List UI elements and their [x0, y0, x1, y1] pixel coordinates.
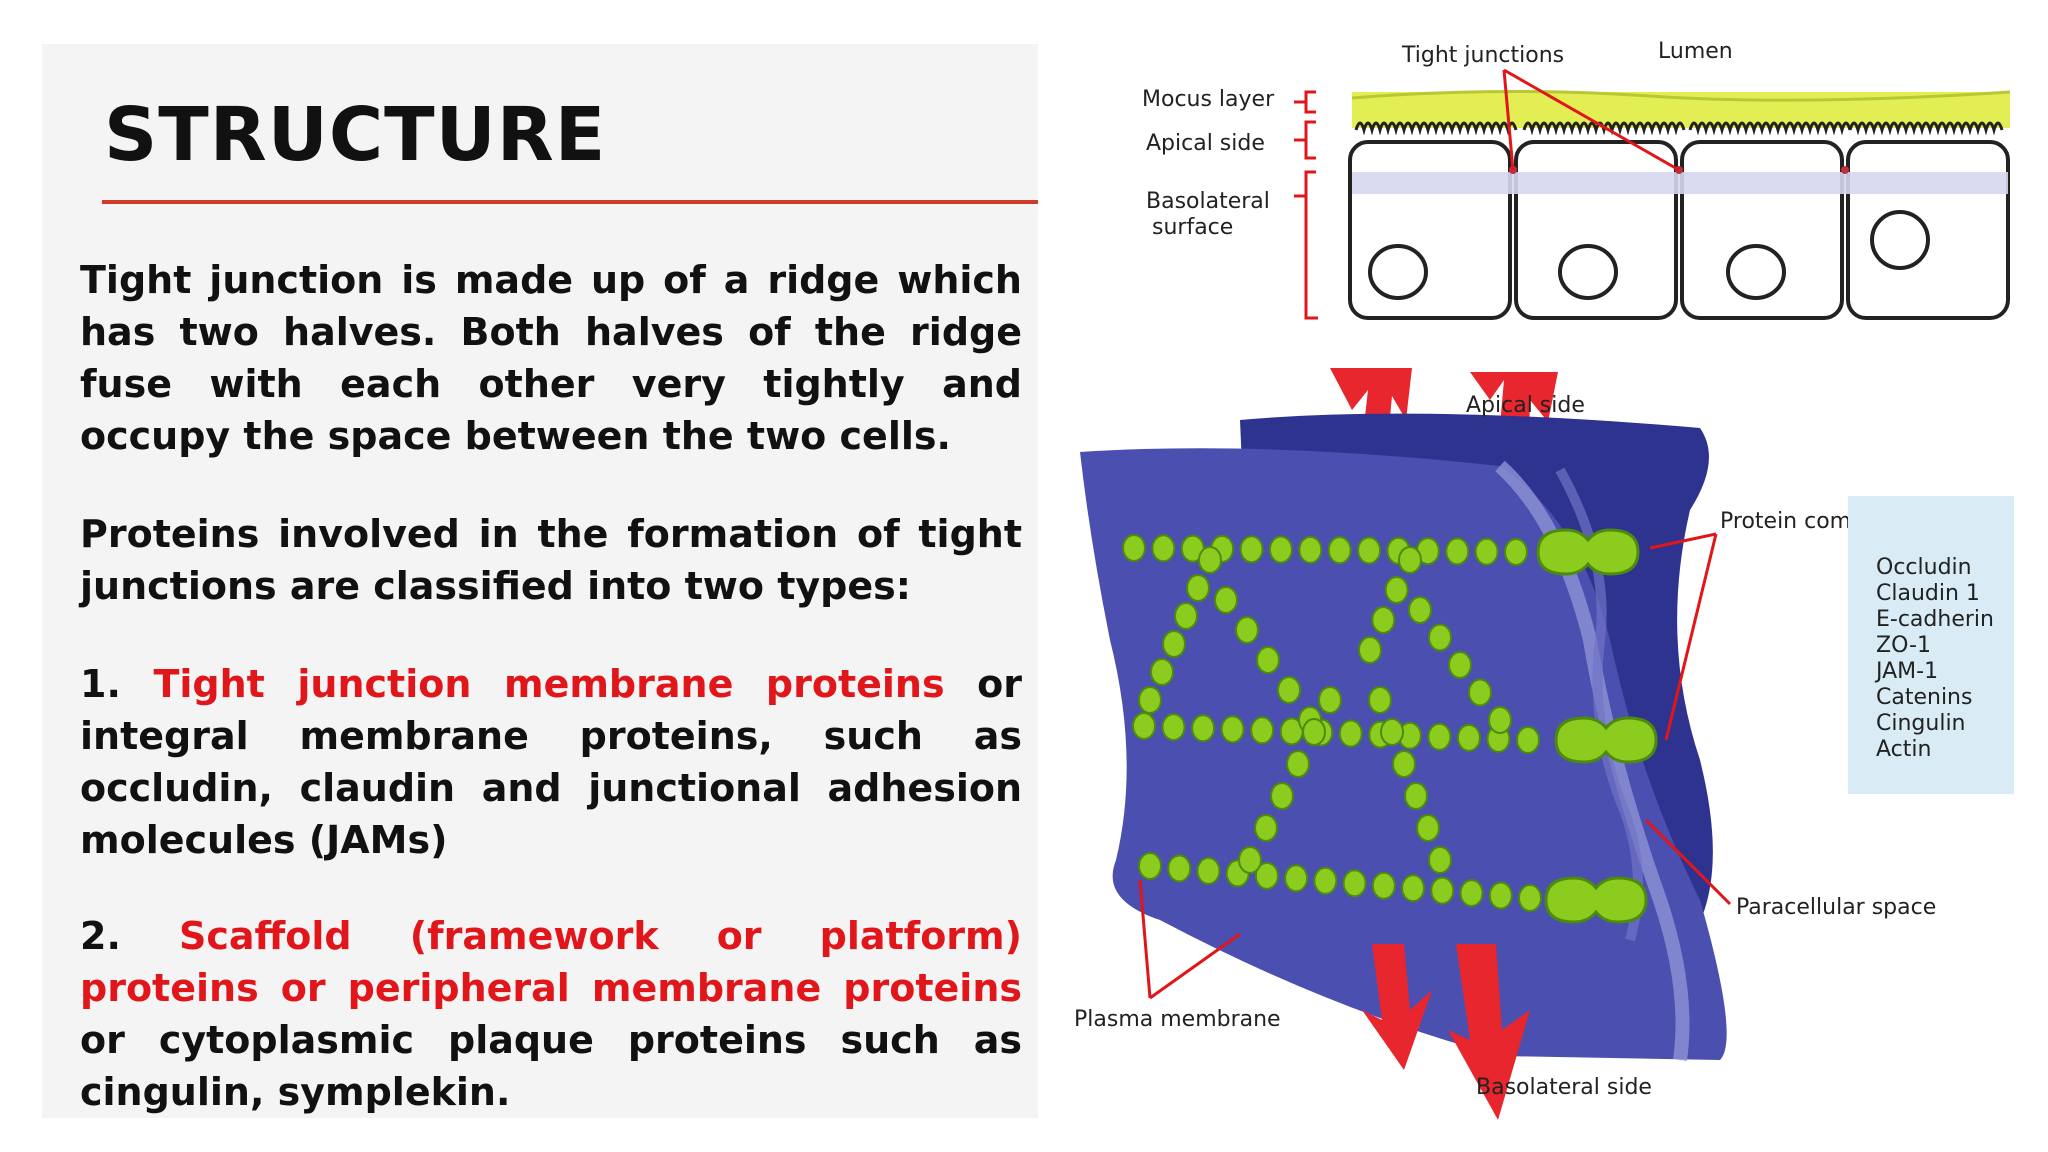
label-surface: surface — [1152, 215, 1233, 240]
protein-list-item: Claudin 1 — [1876, 581, 1980, 606]
protein-list-item: Cingulin — [1876, 711, 1966, 736]
microvilli — [1354, 121, 2004, 136]
paragraph-ridge: Tight junction is made up of a ridge whi… — [80, 258, 1022, 458]
list-item-2-number: 2. — [80, 914, 121, 958]
label-tight-junctions: Tight junctions — [1401, 43, 1564, 68]
list-item-2: 2. Scaffold (framework or platform) prot… — [80, 910, 1022, 1118]
list-item-1: 1. Tight junction membrane proteins or i… — [80, 658, 1022, 866]
slide-title: STRUCTURE — [104, 92, 607, 178]
list-item-1-highlight: Tight junction membrane proteins — [153, 662, 945, 706]
label-plasma-membrane: Plasma membrane — [1074, 1007, 1281, 1032]
protein-list-item: JAM-1 — [1874, 659, 1938, 684]
label-basolateral-side: Basolateral side — [1476, 1075, 1652, 1100]
protein-list-box — [1848, 496, 2014, 794]
label-lumen: Lumen — [1658, 39, 1733, 64]
protein-list-item: Actin — [1876, 737, 1931, 762]
label-paracellular-space: Paracellular space — [1736, 895, 1936, 920]
protein-list-item: Occludin — [1876, 555, 1972, 580]
basolateral-arrows — [1362, 944, 1530, 1120]
protein-complexes — [1536, 528, 1658, 924]
list-item-1-number: 1. — [80, 662, 121, 706]
text-panel — [42, 44, 1038, 1118]
paragraph-proteins: Proteins involved in the formation of ti… — [80, 512, 1022, 608]
protein-strands — [1122, 534, 1542, 912]
list-item-1-text: or integral membrane proteins, such as o… — [80, 662, 1023, 862]
protein-list-item: ZO-1 — [1876, 633, 1931, 658]
label-basolateral: Basolateral — [1146, 189, 1270, 214]
title-underline — [102, 200, 1038, 204]
list-item-2-text: or cytoplasmic plaque proteins such as c… — [80, 1018, 1022, 1114]
label-apical-side: Apical side — [1466, 393, 1585, 418]
list-item-2-highlight: Scaffold (framework or platform) protein… — [80, 914, 1022, 1010]
protein-list-item: E-cadherin — [1876, 607, 1994, 632]
protein-list-item: Catenins — [1876, 685, 1972, 710]
label-apical-side-top: Apical side — [1146, 131, 1265, 156]
cell-nuclei — [1368, 210, 1930, 300]
label-mocus-layer: Mocus layer — [1142, 87, 1275, 112]
